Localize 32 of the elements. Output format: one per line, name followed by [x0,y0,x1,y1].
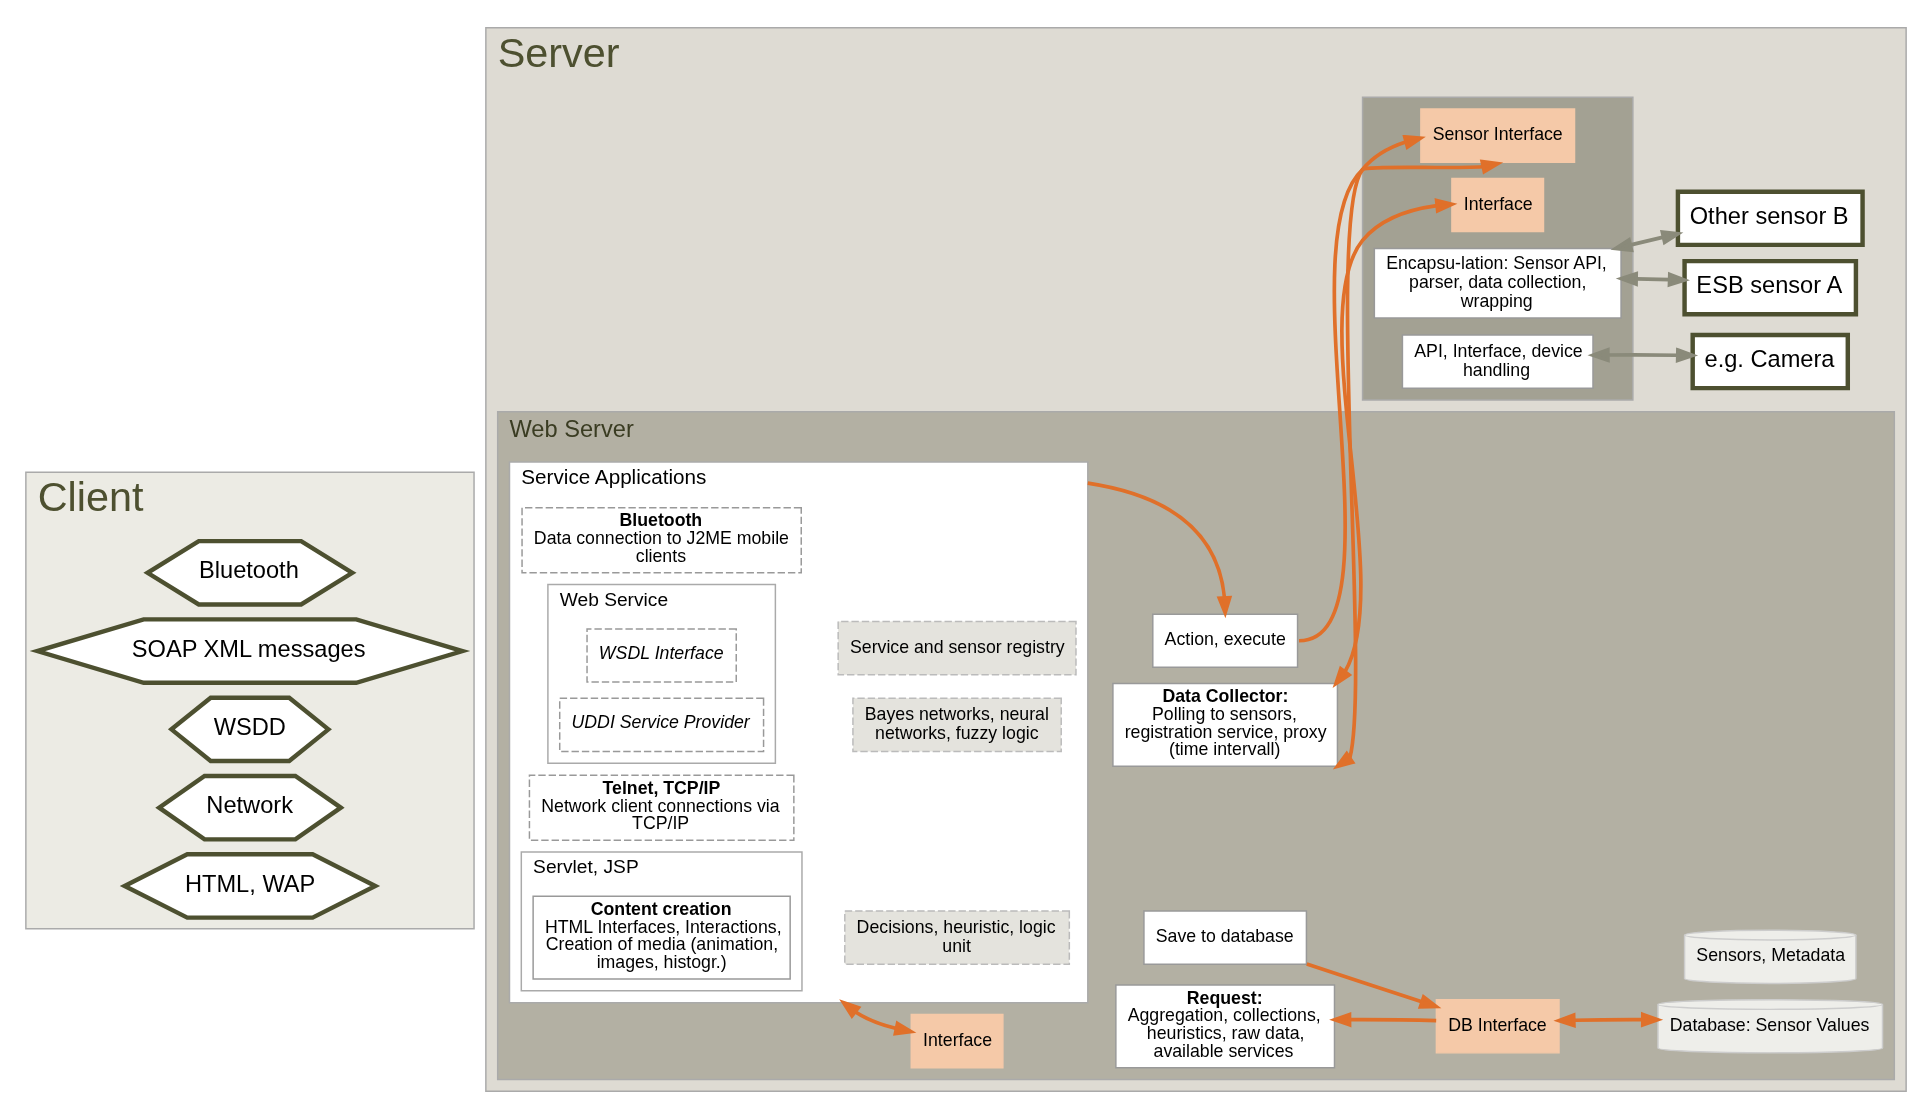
node-box: Save to database [1143,909,1308,965]
node-box: Bluetooth Data connection to J2ME mobile clients [521,506,802,574]
arrow [1329,1011,1437,1027]
arrow [839,998,917,1036]
arrow [1332,197,1458,688]
arrow [1298,158,1504,642]
arrow [1610,229,1684,252]
arrow [1615,270,1690,287]
node-box: API, Interface, device handling [1401,333,1594,389]
node-box: Request: Aggregation, collections, heuristics, raw data, available services [1115,983,1336,1068]
node-box: Encapsu-lation: Sensor API, parser, data collection, wrapping [1373,247,1622,319]
node-box: Service and sensor registry [837,620,1077,675]
node-box: Bayes networks, neural networks, fuzzy logic [852,697,1062,752]
node-box: Action, execute [1152,612,1299,668]
node-box: ESB sensor A [1682,258,1859,316]
node-box: WSDL Interface [586,627,737,683]
node-box: Decisions, heuristic, logic unit [844,909,1071,965]
node-box: Content creation HTML Interfaces, Interactions, Creation of media (animation, images, histogr.) [532,895,791,980]
node-box: Telnet, TCP/IP Network client connections via TCP/IP [528,773,795,841]
node-box: DB Interface [1435,998,1560,1054]
node-box: Other sensor B [1675,188,1865,247]
arrow [1087,480,1233,618]
node-box: UDDI Service Provider [559,697,765,752]
node-box: Interface [1451,177,1545,232]
arrow [1332,134,1426,769]
arrow [1587,346,1699,363]
node-box: Sensor Interface [1420,107,1576,163]
arrow [1306,961,1442,1009]
arrow [1553,1011,1664,1028]
node-box: e.g. Camera [1690,332,1850,390]
node-box: Data Collector: Polling to sensors, registration service, proxy (time intervall) [1112,682,1339,767]
node-box: Interface [910,1013,1004,1068]
